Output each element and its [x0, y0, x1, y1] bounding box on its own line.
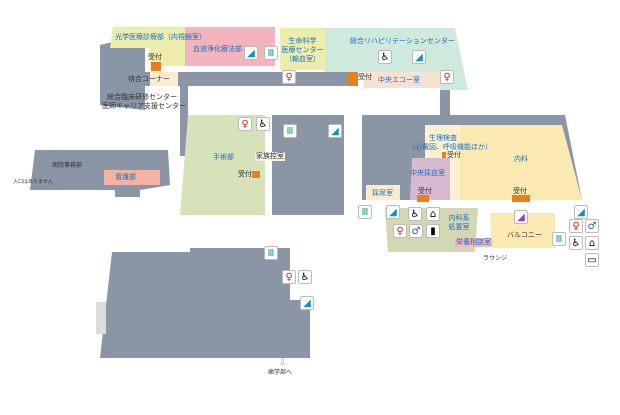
- arrow-down-icon: ⇩: [279, 358, 287, 368]
- south-annex: [96, 302, 106, 334]
- ostomate-icon: ⌂: [426, 207, 440, 221]
- stairs-icon: ◢: [244, 46, 258, 60]
- room-endoscopy: 光学医療診療部（内視鏡室）: [115, 33, 206, 41]
- elevator-icon: Ⅲ: [283, 124, 297, 138]
- room-surgery: 手術部: [213, 153, 234, 161]
- room-blood-collection: 中央採血室: [410, 169, 445, 177]
- corridor-north: [140, 72, 350, 86]
- room-internal-medicine: 内科: [514, 155, 528, 163]
- restroom-female-icon: ♀: [569, 219, 583, 233]
- stairs-icon: ◢: [328, 124, 342, 138]
- room-balcony: バルコニー: [507, 231, 542, 239]
- area-endoscopy: [110, 27, 185, 66]
- label: 内科系: [448, 214, 470, 222]
- reception-label: 受付: [447, 151, 461, 159]
- stairs-icon: ◢: [386, 205, 400, 219]
- restroom-icon: ♀: [440, 70, 454, 84]
- area-nursing: [104, 170, 160, 185]
- restroom-male-icon: ♂: [585, 219, 599, 233]
- label: （心電図、呼吸機能ほか）: [408, 143, 492, 151]
- reception-label: 受付: [148, 53, 162, 61]
- wheelchair-icon: ♿: [569, 236, 583, 250]
- room-rehab: 総合リハビリテーションセンター: [350, 37, 455, 45]
- wheelchair-icon: ♿: [408, 207, 422, 221]
- reception-label: 受付: [358, 73, 372, 81]
- reception-label: 受付: [418, 187, 432, 195]
- area-balcony: [490, 213, 555, 248]
- surgery-area: [180, 115, 265, 215]
- restroom-female-icon: ♀: [393, 224, 407, 238]
- elevator-icon: Ⅲ: [264, 246, 278, 260]
- no-entrance-note: 入口はありません: [13, 179, 53, 185]
- wheelchair-icon: ♿: [298, 270, 312, 284]
- ostomate-icon: ⌂: [585, 236, 599, 250]
- room-treatment: 内科系処置室: [444, 214, 474, 232]
- reception-label: 受付: [513, 187, 527, 195]
- room-urine: 採尿室: [372, 189, 393, 197]
- label: 生命科学: [288, 37, 317, 45]
- label: 処置室: [448, 223, 470, 231]
- to-dentistry-label: 歯学部へ: [268, 369, 293, 376]
- restroom-icon: ♀: [282, 270, 296, 284]
- area-echo: [364, 72, 440, 88]
- wheelchair-icon: ♿: [378, 50, 392, 64]
- wheelchair-icon: ♿: [256, 117, 270, 131]
- corridor-west: [180, 86, 188, 156]
- room-nutrition: 栄養相談室: [455, 238, 492, 247]
- room-admin: 病院事務部: [52, 162, 83, 169]
- west-wing: [30, 150, 170, 197]
- elevator-icon: Ⅲ: [358, 205, 372, 219]
- reception-desk: [348, 72, 358, 86]
- label: （輸血室）: [285, 55, 320, 63]
- label: 総合臨床研修センター: [107, 93, 177, 101]
- area-internal-medicine: [460, 125, 582, 200]
- corridor-east-link: [440, 85, 450, 115]
- area-waiting-corner: [150, 72, 178, 86]
- label: 生理検査: [429, 134, 457, 142]
- block-northwest: [100, 40, 145, 110]
- restroom-male-icon: ♂: [409, 224, 423, 238]
- block-south: [100, 248, 310, 358]
- area-blood-purification: [185, 27, 275, 66]
- multipurpose-restroom-icon: ▮: [426, 224, 440, 238]
- room-family-waiting: 家族控室: [255, 152, 285, 161]
- room-physiology: 生理検査（心電図、呼吸機能ほか）: [408, 134, 492, 152]
- room-nursing: 看護部: [115, 173, 136, 181]
- lounge-label: ラウンジ: [483, 255, 508, 262]
- reception-label: 受付: [238, 170, 252, 178]
- reception-desk: [442, 152, 446, 158]
- stairs-icon: ◢: [574, 205, 588, 219]
- restroom-icon: ♀: [282, 70, 296, 84]
- stairs-icon: ◢: [412, 50, 426, 64]
- room-blood-purification: 血液浄化療法部: [193, 45, 242, 53]
- waiting-corner: 待合コーナー: [128, 75, 170, 83]
- bed-icon: ▭: [585, 253, 599, 267]
- elevator-icon: Ⅲ: [552, 232, 566, 246]
- reception-desk: [512, 195, 530, 202]
- label: 医師キャリア支援センター: [102, 102, 186, 110]
- stairs-icon: ◢: [300, 296, 314, 310]
- area-life-science: [280, 28, 325, 70]
- area-blood-collection: [410, 158, 450, 200]
- reception-desk: [252, 171, 260, 178]
- elevator-icon: Ⅲ: [264, 46, 278, 60]
- label: 医療センター: [281, 46, 324, 54]
- area-rehab: [325, 28, 468, 90]
- room-echo: 中央エコー室: [378, 76, 420, 84]
- area-urine: [366, 185, 400, 200]
- room-life-science: 生命科学医療センター（輸血室）: [280, 37, 325, 64]
- escalator-icon: ◢: [514, 210, 528, 224]
- reception-desk: [417, 195, 429, 202]
- restroom-icon: ♀: [238, 117, 252, 131]
- training-center: 総合臨床研修センター医師キャリア支援センター: [102, 93, 186, 111]
- reception-desk: [151, 62, 161, 71]
